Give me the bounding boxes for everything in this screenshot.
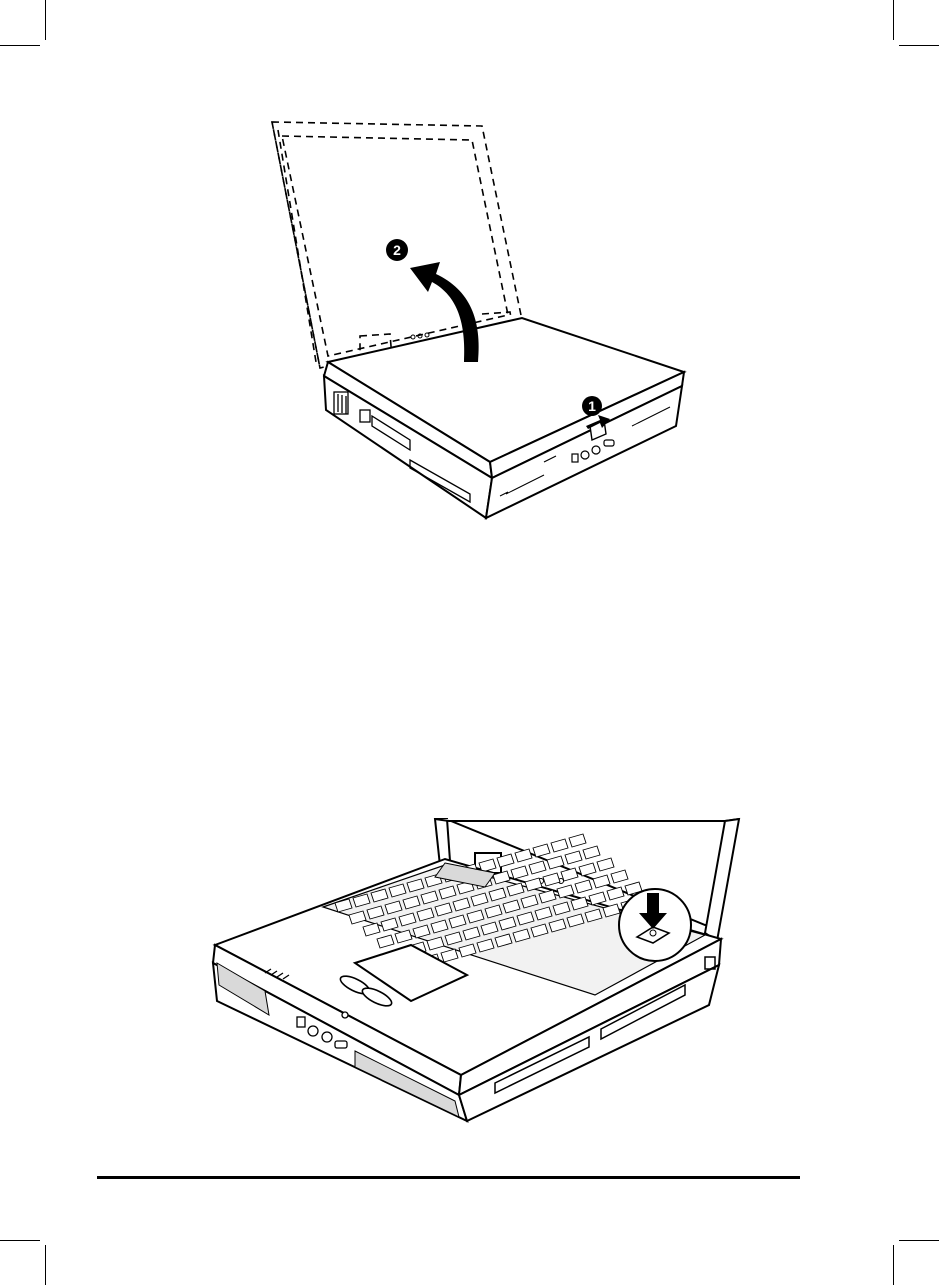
crop-mark-bottom-left-v	[45, 1245, 46, 1285]
crop-mark-top-right-v	[893, 0, 894, 40]
keyboard-key	[611, 870, 628, 883]
keyboard-key	[583, 846, 600, 859]
crop-mark-bottom-right-v	[893, 1245, 894, 1285]
open-lid-illustration: 1 2	[260, 110, 700, 530]
keyboard-key	[607, 887, 624, 900]
keyboard-key	[551, 839, 568, 852]
laptop-base-closed	[324, 318, 684, 518]
power-button-figure	[205, 815, 745, 1125]
keyboard-key	[569, 834, 586, 847]
keyboard-key	[533, 844, 550, 857]
crop-mark-top-right-h	[899, 45, 939, 46]
callout-2-icon: 2	[386, 239, 408, 261]
crop-mark-bottom-left-h	[0, 1240, 40, 1241]
callout-2-label: 2	[393, 242, 401, 258]
crop-mark-top-left-v	[45, 0, 46, 40]
open-lid-figure: 1 2	[260, 110, 700, 530]
keyboard-key	[529, 861, 546, 874]
keyboard-key	[515, 849, 532, 862]
keyboard-key	[575, 880, 592, 893]
keyboard-key	[565, 851, 582, 864]
footer-rule	[97, 1176, 800, 1179]
keyboard-key	[561, 868, 578, 881]
crop-mark-bottom-right-h	[899, 1240, 939, 1241]
keyboard-key	[511, 866, 528, 879]
crop-mark-top-left-h	[0, 45, 40, 46]
keyboard-key	[589, 892, 606, 905]
keyboard-key	[597, 858, 614, 871]
keyboard-key	[543, 873, 560, 886]
callout-1-label: 1	[588, 398, 596, 414]
keyboard-key	[579, 863, 596, 876]
callout-1-icon: 1	[582, 396, 602, 416]
power-button-illustration	[205, 815, 745, 1125]
